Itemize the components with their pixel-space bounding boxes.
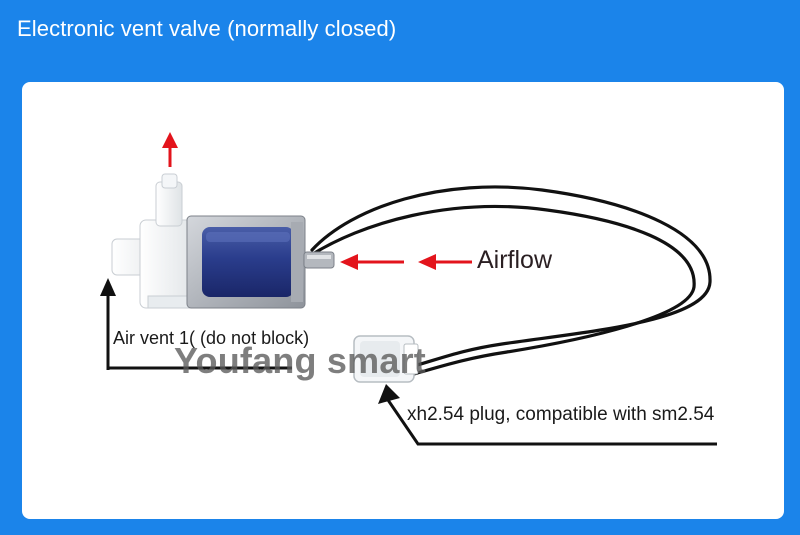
plunger-pin (303, 251, 335, 269)
callout-arrows (100, 278, 717, 446)
valve-plastic-body (111, 173, 199, 309)
solenoid-coil (186, 215, 306, 309)
product-image-card: Airflow Air vent 1( (do not block) Youfa… (22, 82, 784, 519)
plug-label: xh2.54 plug, compatible with sm2.54 (407, 404, 715, 425)
xh-connector (353, 335, 419, 383)
wire-pair (306, 185, 712, 376)
red-arrows (162, 132, 472, 270)
air-vent-label: Air vent 1( (do not block) (113, 328, 310, 348)
page-title: Electronic vent valve (normally closed) (17, 16, 397, 41)
airflow-label: Airflow (477, 246, 553, 274)
solenoid-valve-photo (100, 132, 717, 446)
watermark: Youfang smart (174, 340, 426, 381)
